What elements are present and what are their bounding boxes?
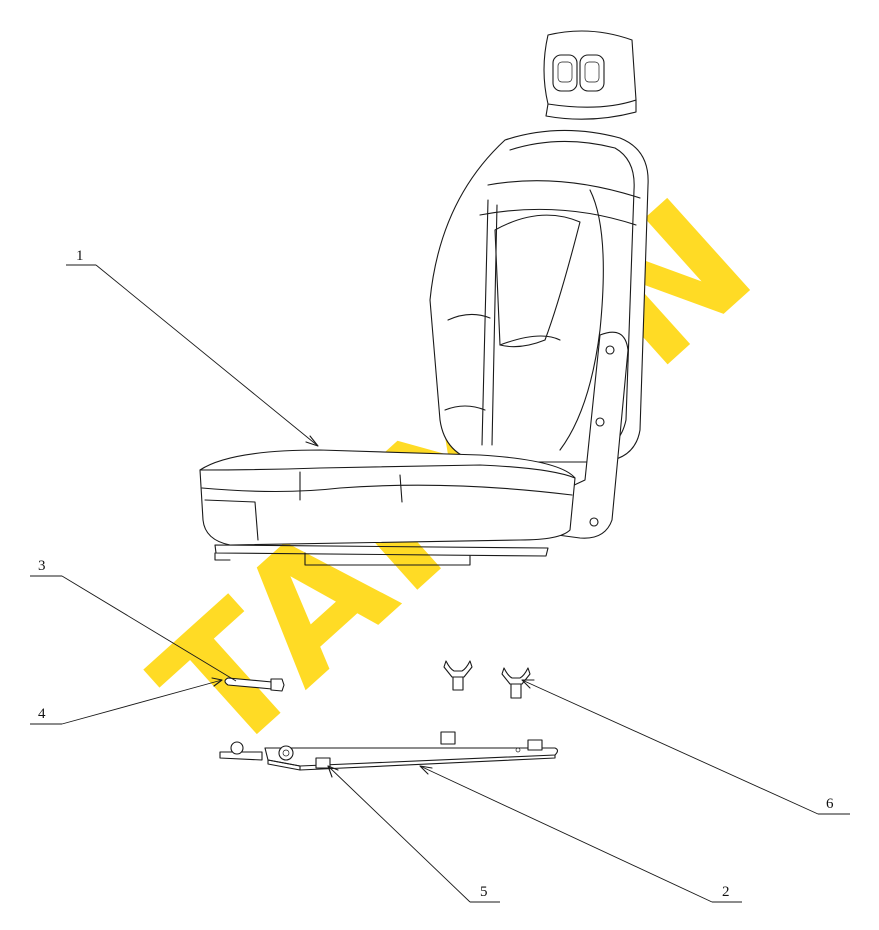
headrest (543, 30, 637, 120)
callout-6: 6 (521, 679, 850, 815)
wing-nut-icon (443, 660, 531, 699)
callout-label-1: 1 (76, 248, 84, 264)
pin-icon (224, 677, 285, 692)
callout-2: 2 (419, 765, 742, 903)
callout-label-3: 3 (38, 558, 46, 574)
callout-4: 4 (30, 677, 223, 725)
callout-label-4: 4 (38, 706, 46, 722)
callout-label-5: 5 (480, 884, 488, 900)
callout-label-6: 6 (826, 796, 834, 812)
callout-3: 3 (30, 558, 237, 682)
callout-label-2: 2 (722, 884, 730, 900)
callout-1: 1 (66, 248, 319, 447)
seat-assembly-icon (199, 30, 649, 566)
base-plate-icon (264, 731, 559, 771)
bracket-icon (219, 741, 331, 769)
callout-5: 5 (327, 765, 500, 903)
